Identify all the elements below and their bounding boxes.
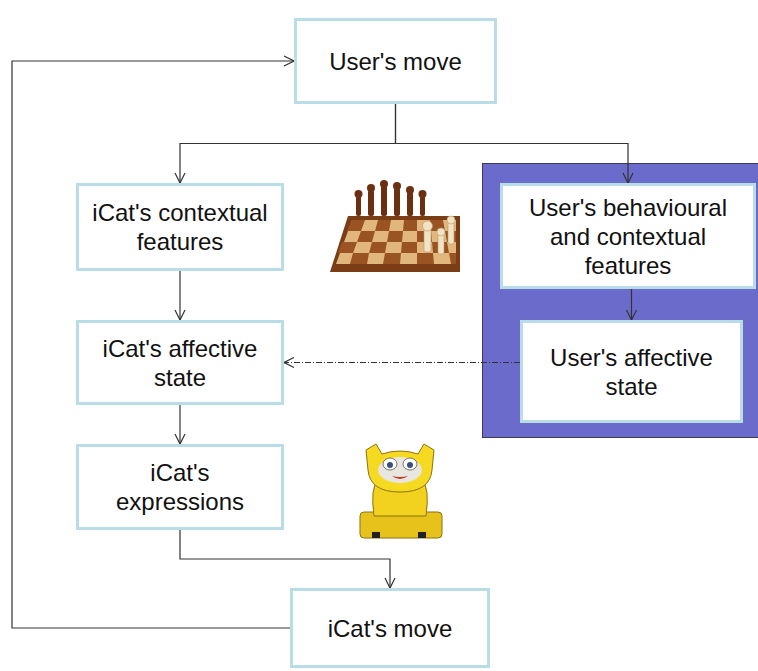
flow-arrow	[180, 104, 396, 183]
flow-arrow	[179, 271, 180, 320]
box-label: User's affective state	[523, 343, 740, 401]
flow-arrow	[180, 530, 390, 588]
process-box: iCat's expressions	[76, 444, 284, 530]
process-box: iCat's move	[290, 588, 490, 668]
box-label: User's move	[323, 47, 468, 76]
process-box: User's affective state	[520, 320, 743, 423]
process-box: User's move	[294, 18, 497, 104]
box-label: iCat's affective state	[79, 334, 281, 392]
flow-arrow	[12, 61, 294, 628]
process-box: iCat's affective state	[76, 320, 284, 405]
flow-arrow	[396, 104, 629, 183]
process-box: iCat's contextual features	[76, 183, 284, 271]
box-label: iCat's move	[322, 614, 459, 643]
icat-robot-illustration	[352, 440, 448, 544]
box-label: User's behavioural and contextual featur…	[503, 193, 753, 280]
chess-illustration	[328, 176, 464, 276]
box-label: iCat's expressions	[79, 458, 281, 516]
dashed-connector	[284, 362, 520, 363]
flow-arrow	[179, 405, 180, 444]
flow-arrow	[631, 289, 632, 320]
box-label: iCat's contextual features	[79, 198, 281, 256]
process-box: User's behavioural and contextual featur…	[500, 183, 756, 289]
